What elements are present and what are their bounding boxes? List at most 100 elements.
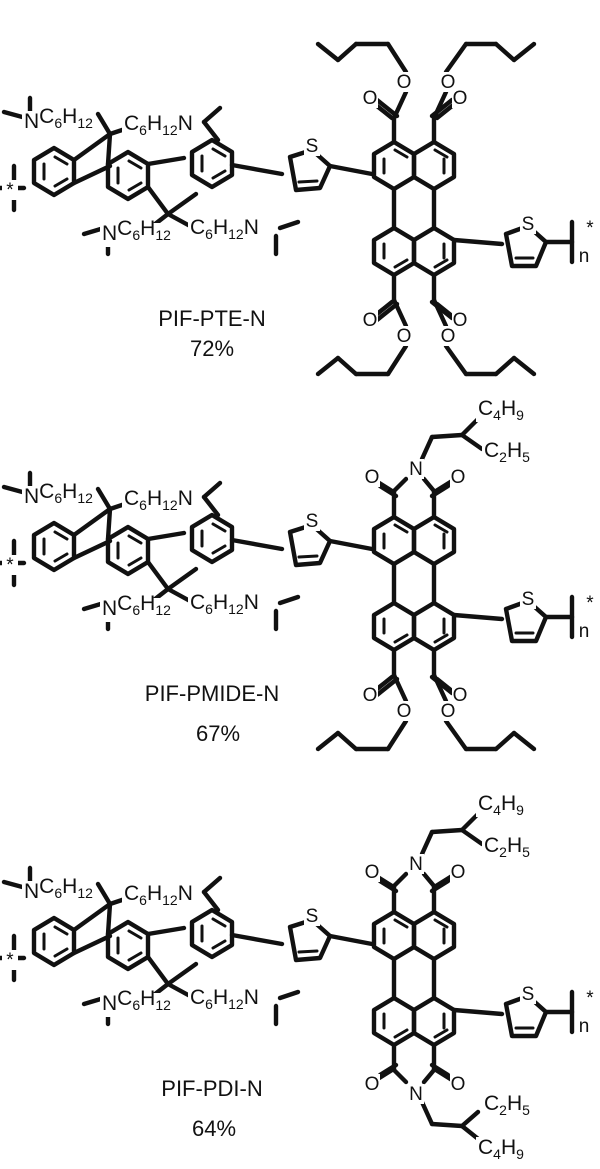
oxygen-atom: O [453, 310, 468, 331]
label-mask [188, 592, 258, 616]
label-mask [440, 72, 456, 92]
label-mask [364, 467, 380, 487]
formula-subscript: 6 [139, 122, 147, 138]
formula-subscript: 12 [155, 227, 171, 243]
oxygen-atom: O [363, 685, 378, 706]
formula-subscript: 12 [228, 601, 244, 617]
formula-subscript: 9 [516, 407, 524, 423]
label-mask [362, 88, 378, 108]
label-mask [482, 1093, 530, 1117]
formula-subscript: 12 [228, 996, 244, 1012]
formula-symbol: N [244, 216, 259, 239]
label-mask [362, 685, 378, 705]
polymer-name-3: PIF-PDI-N [161, 1076, 262, 1101]
oxygen-atom: O [451, 862, 466, 883]
formula-symbol: C [117, 217, 132, 240]
formula-subscript: 4 [493, 407, 501, 423]
oxygen-atom: O [397, 72, 412, 93]
sulfur-atom: S [306, 136, 319, 157]
oxygen-atom: O [365, 862, 380, 883]
formula-symbol: C [190, 591, 205, 614]
formula-symbol: H [213, 216, 228, 239]
formula-symbol: C [39, 875, 54, 898]
label-mask [408, 459, 424, 479]
formula-subscript: 2 [499, 1102, 507, 1118]
label-mask [2, 180, 18, 200]
repeat-unit-n: n [579, 621, 590, 642]
amine-group: C6H12N [190, 591, 259, 617]
label-mask [450, 862, 466, 882]
label-mask [452, 88, 468, 108]
label-mask [408, 854, 424, 874]
label-mask [520, 984, 536, 1004]
label-mask [22, 881, 92, 905]
label-mask [364, 1074, 380, 1094]
formula-symbol: H [62, 105, 77, 128]
formula-symbol: H [147, 882, 162, 905]
formula-subscript: 12 [162, 892, 178, 908]
formula-subscript: 6 [132, 997, 140, 1013]
label-mask [364, 862, 380, 882]
polymer-name-1: PIF-PTE-N [158, 306, 266, 331]
formula-symbol: N [24, 485, 39, 508]
label-mask [22, 486, 92, 510]
label-mask [2, 555, 18, 575]
formula-symbol: H [507, 834, 522, 857]
formula-subscript: 9 [516, 1146, 524, 1162]
formula-subscript: 12 [77, 885, 93, 901]
formula-subscript: 12 [77, 490, 93, 506]
nitrogen-atom: N [409, 1084, 423, 1105]
repeat-unit-n: n [579, 246, 590, 267]
formula-subscript: 6 [205, 996, 213, 1012]
oxygen-atom: O [451, 1074, 466, 1095]
formula-subscript: 5 [522, 1102, 530, 1118]
oxygen-atom: O [441, 326, 456, 347]
oxygen-atom: O [397, 701, 412, 722]
label-mask [452, 310, 468, 330]
label-mask [440, 701, 456, 721]
formula-symbol: H [140, 592, 155, 615]
formula-symbol: C [484, 1092, 499, 1115]
formula-symbol: H [213, 986, 228, 1009]
oxygen-atom: O [363, 310, 378, 331]
formula-symbol: C [484, 439, 499, 462]
amine-group: C6H12N [190, 216, 259, 242]
formula-subscript: 6 [205, 601, 213, 617]
formula-subscript: 12 [77, 115, 93, 131]
label-mask [582, 218, 598, 238]
formula-symbol: N [102, 597, 117, 620]
alkyl-group: C4H9 [478, 397, 524, 423]
formula-symbol: H [62, 875, 77, 898]
label-mask [122, 883, 192, 907]
label-mask [482, 835, 530, 859]
alkyl-group: C4H9 [478, 1136, 524, 1162]
end-star: * [6, 555, 14, 576]
formula-symbol: H [62, 480, 77, 503]
formula-symbol: C [484, 834, 499, 857]
formula-symbol: H [501, 397, 516, 420]
formula-symbol: N [178, 487, 193, 510]
formula-subscript: 6 [54, 115, 62, 131]
formula-symbol: N [24, 880, 39, 903]
oxygen-atom: O [453, 88, 468, 109]
label-mask [452, 685, 468, 705]
structure-pif-pmide-n [0, 419, 572, 749]
formula-subscript: 6 [139, 497, 147, 513]
label-mask [362, 310, 378, 330]
alkyl-group: C4H9 [478, 792, 524, 818]
label-mask [450, 1074, 466, 1094]
formula-subscript: 6 [54, 490, 62, 506]
formula-subscript: 12 [155, 602, 171, 618]
label-mask [22, 111, 92, 135]
formula-symbol: N [244, 986, 259, 1009]
polymer-yield-1: 72% [190, 336, 234, 361]
formula-symbol: N [178, 112, 193, 135]
formula-subscript: 6 [205, 226, 213, 242]
label-mask [2, 950, 18, 970]
amine-group: NC6H12 [24, 105, 93, 133]
label-mask [304, 511, 320, 531]
label-mask [582, 593, 598, 613]
oxygen-atom: O [363, 88, 378, 109]
formula-symbol: C [124, 882, 139, 905]
